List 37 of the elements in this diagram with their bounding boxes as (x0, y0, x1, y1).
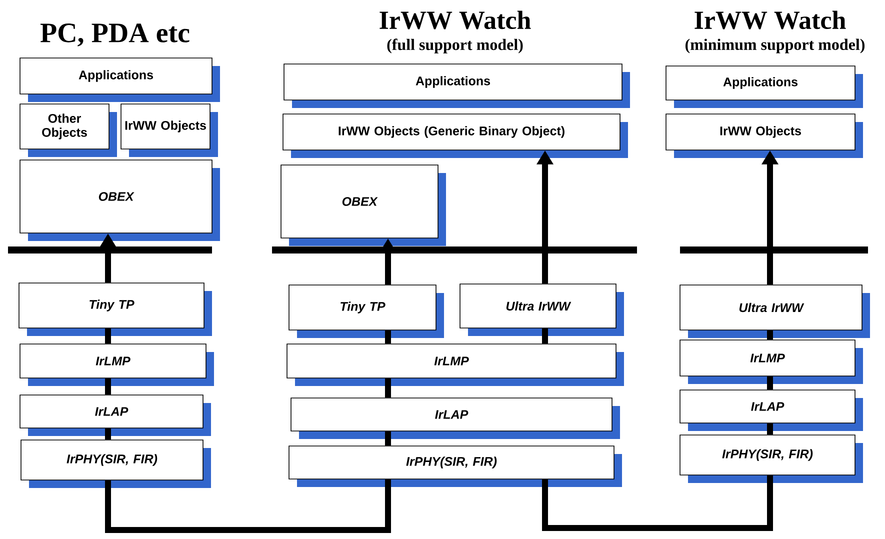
layer-box: IrLAP (290, 398, 620, 439)
layer-box: IrWW Objects (120, 104, 218, 157)
layer-box: Ultra IrWW (460, 284, 624, 336)
connector-line (542, 328, 548, 344)
connector-line (105, 428, 111, 440)
layer-box: Other Objects (20, 104, 117, 157)
layer-box: OBEX (280, 164, 446, 246)
connector-line (105, 328, 111, 344)
heading: IrWW Watch (380, 10, 531, 30)
layer-box: Ultra IrWW (680, 284, 870, 338)
layer-box: IrWW Objects (Generic Binary Object) (282, 114, 628, 158)
layer-box: Tiny TP (18, 282, 212, 336)
connector-line (385, 330, 391, 344)
connector-line (105, 378, 111, 395)
layer-box: IrWW Objects (666, 114, 863, 158)
layer-box: IrPHY(SIR, FIR) (680, 434, 863, 483)
layer-box: IrLAP (680, 390, 863, 431)
connector-line (385, 378, 391, 398)
layer-box: IrLMP (680, 340, 863, 384)
layer-box: Applications (284, 64, 630, 108)
heading: IrWW Watch (694, 10, 846, 30)
layer-box: Tiny TP (288, 284, 444, 338)
connector-line (385, 431, 391, 446)
layer-box: IrLMP (286, 344, 624, 386)
heading: PC, PDA etc (40, 24, 190, 46)
layer-box: IrPHY(SIR, FIR) (288, 446, 622, 487)
layer-box: Applications (666, 66, 863, 108)
layer-box: IrLMP (20, 344, 214, 386)
connector-line (767, 423, 773, 435)
layer-box: OBEX (20, 160, 220, 241)
layer-box: Applications (20, 58, 220, 102)
layer-box: IrPHY(SIR, FIR) (20, 440, 211, 488)
connector-line (767, 330, 773, 340)
connector-line (105, 479, 391, 533)
layer-box: IrLAP (20, 394, 211, 436)
connector-line (542, 475, 773, 531)
connector-line (767, 376, 773, 390)
